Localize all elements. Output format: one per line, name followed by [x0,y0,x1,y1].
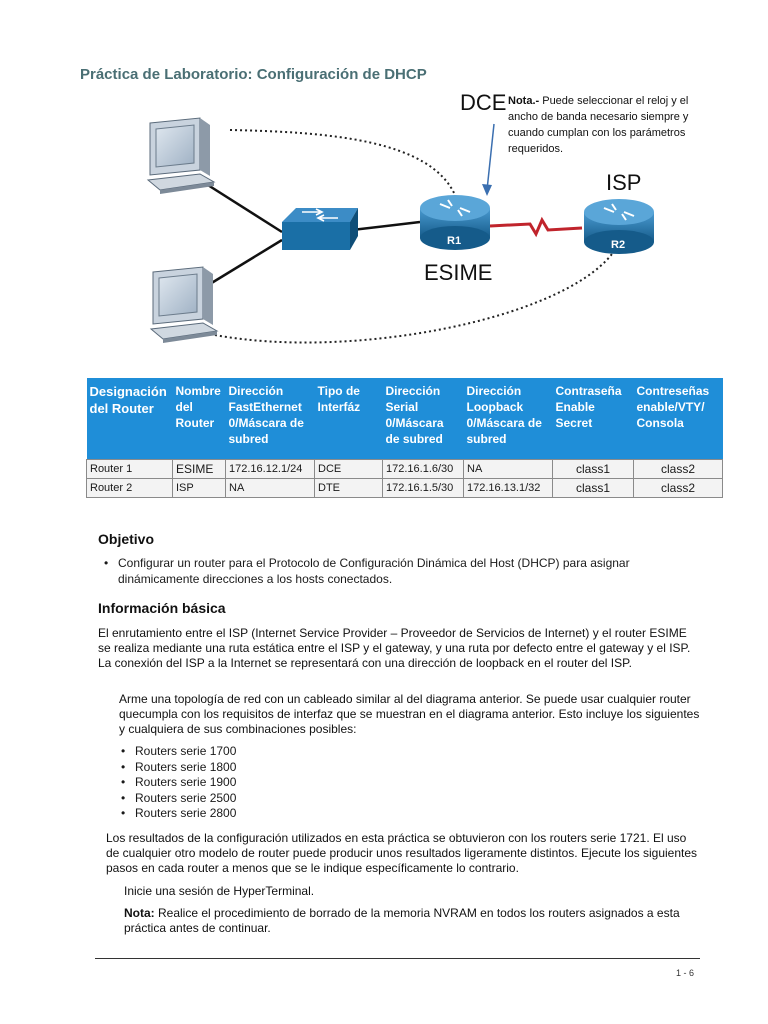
table-cell: 172.16.1.5/30 [382,478,464,498]
link-pc2-switch [204,238,283,289]
footer-divider [95,958,700,959]
table-header: Dirección FastEthernet 0/Máscara de subr… [225,378,315,460]
link-pc1-switch [199,178,283,234]
list-item: Routers serie 2800 [119,806,419,822]
info-note: Nota: Realice el procedimiento de borrad… [124,906,704,936]
dce-arrow [486,123,495,191]
note-text: Puede seleccionar el reloj y el ancho de… [508,95,689,155]
switch-icon [282,208,358,250]
dotted-link-pc1-r1 [229,129,456,196]
info-paragraph-4: Inicie una sesión de HyperTerminal. [124,884,315,898]
isp-label: ISP [606,170,642,195]
router-addressing-table: Designación del Router Nombre del Router… [86,378,723,498]
table-header: Dirección Serial 0/Máscara de subred [382,378,464,460]
info-paragraph-3: Los resultados de la configuración utili… [106,831,698,875]
info-paragraph-2: Arme una topología de red con un cablead… [119,692,700,736]
table-cell: Router 2 [86,478,173,498]
table-cell: DCE [314,459,383,479]
objetivo-heading: Objetivo [98,531,155,547]
dce-note: Nota.- Puede seleccionar el reloj y el a… [508,93,713,157]
dce-label: DCE [460,90,507,115]
note-prefix: Nota.- [508,95,540,107]
table-cell: ESIME [172,459,226,479]
table-cell: 172.16.13.1/32 [463,478,553,498]
table-cell: ISP [172,478,226,498]
list-item: Routers serie 1700 [119,744,419,760]
dotted-link-pc2-r2 [214,253,613,344]
page-number: 1 - 6 [676,968,695,978]
table-header: Nombre del Router [172,378,226,460]
table-header: Tipo de Interfáz [314,378,383,460]
serial-link-r1-r2 [489,216,583,238]
router-r2-icon: R2 [584,199,654,254]
table-cell: NA [463,459,553,479]
table-header: Designación del Router [86,378,173,460]
table-header: Contraseña Enable Secret [552,378,634,460]
esime-label: ESIME [424,260,493,285]
table-cell: DTE [314,478,383,498]
table-header: Contreseñas enable/VTY/ Consola [633,378,723,460]
list-item: Routers serie 1800 [119,760,419,776]
link-switch-r1 [351,220,421,232]
pc-1-icon [146,117,216,194]
router-r2-label: R2 [611,239,625,251]
table-cell: class2 [633,478,723,498]
info-heading: Información básica [98,600,226,616]
page-title: Práctica de Laboratorio: Configuración d… [80,66,427,83]
router-r1-label: R1 [447,235,461,247]
info-note-text: Realice el procedimiento de borrado de l… [124,906,680,935]
table-cell: class1 [552,478,634,498]
info-paragraph-1: El enrutamiento entre el ISP (Internet S… [98,626,691,670]
table-row: Router 2 ISP NA DTE 172.16.1.5/30 172.16… [86,478,723,498]
objetivo-list: Configurar un router para el Protocolo d… [102,556,702,587]
list-item: Configurar un router para el Protocolo d… [102,556,702,587]
table-row: Router 1 ESIME 172.16.12.1/24 DCE 172.16… [86,459,723,479]
list-item: Routers serie 2500 [119,791,419,807]
table-cell: class1 [552,459,634,479]
table-cell: NA [225,478,315,498]
table-cell: 172.16.1.6/30 [382,459,464,479]
info-note-label: Nota: [124,906,155,920]
table-cell: 172.16.12.1/24 [225,459,315,479]
router-series-list: Routers serie 1700 Routers serie 1800 Ro… [119,744,419,822]
list-item: Routers serie 1900 [119,775,419,791]
table-header-row: Designación del Router Nombre del Router… [86,378,723,460]
pc-2-icon [149,266,219,343]
router-r1-icon: R1 [420,195,490,250]
table-cell: Router 1 [86,459,173,479]
network-topology-diagram: R1 R2 [146,117,654,344]
dce-arrow-head [482,184,492,196]
table-cell: class2 [633,459,723,479]
table-header: Dirección Loopback 0/Máscara de subred [463,378,553,460]
